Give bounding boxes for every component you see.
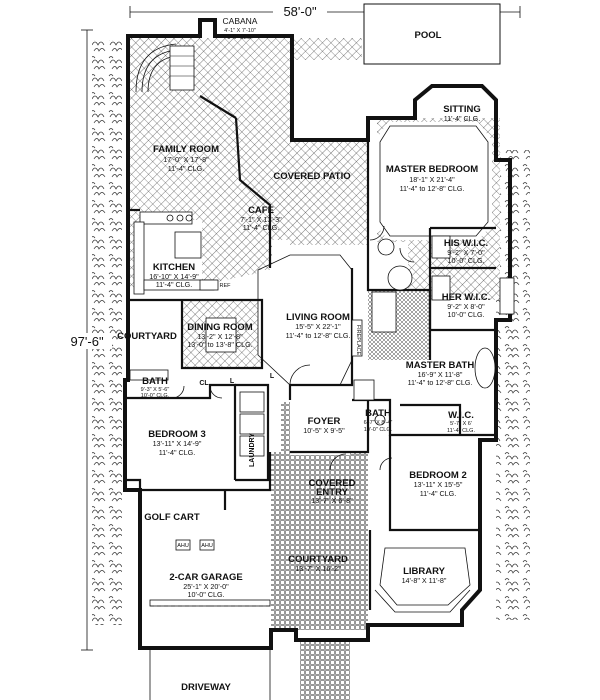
foyer-dims: 10'-5" X 9'-5" [303, 426, 345, 435]
family-room-clg: 11'-4" CLG. [168, 164, 205, 173]
ref-label: REF [220, 283, 232, 289]
bath1-clg: 10'-0" CLG. [141, 393, 170, 399]
her-wic-name: HER W.I.C. [442, 292, 491, 303]
bedroom2-name: BEDROOM 2 [409, 470, 467, 481]
closet-label-2: L [230, 378, 235, 385]
his-wic-name: HIS W.I.C. [444, 238, 488, 249]
ahu-label-2: AHU [201, 543, 213, 549]
living-room-clg: 11'-4" to 12'-8" CLG. [286, 331, 351, 340]
dining-room-clg: 13'-0" to 13'-8" CLG. [187, 340, 252, 349]
garage-doors: AHU AHU [149, 539, 271, 607]
sitting-clg: 11'-4" CLG. [444, 114, 481, 123]
landscape-west [92, 40, 122, 625]
overall-dimensions: 58'-0" 97'-6" [64, 4, 521, 651]
room-labels: CABANA 4'-1" X 7'-10" 8'-0" CLG. FAMILY … [117, 16, 490, 693]
living-room-name: LIVING ROOM [286, 312, 350, 323]
dining-room-dims: 13'-2" X 12'-8" [197, 332, 243, 341]
cafe-name: CAFE [248, 205, 274, 216]
fireplace [351, 319, 363, 357]
his-wic-dims: 9'-2" X 7'-0" [447, 248, 485, 257]
living-rotunda [257, 254, 353, 386]
bath-fixtures [129, 369, 386, 426]
fireplace-label: FIREPLACE [355, 325, 361, 356]
bath2-dims: 6'-7" X 8'-4" [364, 420, 393, 426]
foyer-name: FOYER [308, 416, 341, 427]
door-swings [171, 225, 415, 471]
garage-dims: 25'-1" X 20'-0" [183, 582, 229, 591]
library-ceiling-detail [379, 547, 471, 606]
her-wic-dims: 9'-2" X 8'-0" [447, 302, 485, 311]
landscape-east [496, 150, 530, 620]
garage-name: 2-CAR GARAGE [169, 572, 242, 583]
wic-clg: 11'-4" CLG. [447, 428, 475, 434]
her-wic-clg: 10'-0" CLG. [447, 310, 484, 319]
master-bedroom-clg: 11'-4" to 12'-8" CLG. [400, 184, 465, 193]
master-ceiling-detail [379, 125, 489, 237]
bath1-name: BATH [142, 376, 168, 387]
bedroom3-name: BEDROOM 3 [148, 429, 206, 440]
cafe-dims: 7'-1" X 13'-3" [240, 215, 282, 224]
laundry-fixtures [239, 391, 265, 457]
kitchen-fixtures: REF [133, 211, 232, 295]
pool-label: POOL [415, 30, 442, 41]
bath1-dims: 9'-3" X 5'-6" [141, 387, 170, 393]
library-bay [374, 589, 471, 613]
living-room-dims: 15'-5" X 22'-1" [295, 322, 341, 331]
library-dims: 14'-8" X 11'-8" [402, 576, 447, 585]
master-bath-clg: 11'-4" to 12'-8" CLG. [408, 378, 473, 387]
exterior-walls [123, 18, 512, 650]
interior-fills [125, 122, 495, 635]
laundry-name: LAUNDRY [249, 433, 256, 467]
kitchen-clg: 11'-4" CLG. [156, 280, 193, 289]
pool [363, 3, 501, 65]
master-bedroom-dims: 18'-1" X 21'-4" [409, 175, 455, 184]
driveway-name: DRIVEWAY [181, 682, 231, 693]
library-name: LIBRARY [403, 566, 446, 577]
family-room-name: FAMILY ROOM [153, 144, 219, 155]
overall-depth: 97'-6" [70, 334, 104, 349]
driveway-edges [149, 648, 271, 700]
cabana-clg: 8'-0" CLG. [227, 35, 253, 41]
covered-entry-name-2: ENTRY [316, 487, 349, 498]
bath2-name: BATH [365, 408, 391, 419]
wic-dims: 5'-7" X 6' [450, 421, 472, 427]
overall-width: 58'-0" [283, 4, 317, 19]
kitchen-dims: 16'-10" X 14'-9" [149, 272, 199, 281]
master-bath-fixtures [371, 235, 515, 389]
kitchen-name: KITCHEN [153, 262, 195, 273]
wic-name: W.I.C. [448, 410, 474, 421]
cabana-name: CABANA [223, 16, 258, 26]
master-bedroom-name: MASTER BEDROOM [386, 164, 478, 175]
his-wic-clg: 10'-0" CLG. [447, 256, 484, 265]
ahu-label-1: AHU [177, 543, 189, 549]
dining-room-name: DINING ROOM [187, 322, 253, 333]
cabana-dims: 4'-1" X 7'-10" [224, 28, 256, 34]
closet-label-1: CL [199, 380, 209, 387]
dining-table [205, 317, 237, 353]
courtyard-south-dims: 13'-7" X 16'-2" [295, 564, 341, 573]
master-bath-name: MASTER BATH [406, 360, 475, 371]
family-room-dims: 17'-0" X 17'-8" [163, 155, 209, 164]
master-bath-dims: 16'-9" X 11'-8" [418, 370, 463, 379]
garage-clg: 10'-0" CLG. [187, 590, 224, 599]
closet-label-3: L [270, 373, 275, 380]
bedroom3-dims: 13'-11" X 14'-9" [153, 439, 202, 448]
golf-cart-name: GOLF CART [144, 512, 200, 523]
sitting-name: SITTING [443, 104, 480, 115]
cafe-clg: 11'-4" CLG. [243, 223, 280, 232]
bedroom2-dims: 13'-11" X 15'-5" [414, 480, 463, 489]
covered-entry-dims: 13'-7" X 6'-8" [311, 496, 353, 505]
bedroom3-clg: 11'-4" CLG. [159, 448, 196, 457]
bath2-clg: 10'-0" CLG. [364, 427, 393, 433]
courtyard-south-name: COURTYARD [288, 554, 348, 565]
covered-entry-name-1: COVERED [309, 478, 356, 489]
covered-patio-name: COVERED PATIO [273, 171, 350, 182]
bedroom2-clg: 11'-4" CLG. [420, 489, 457, 498]
courtyard-west-name: COURTYARD [117, 331, 177, 342]
spiral-stair [135, 43, 195, 93]
